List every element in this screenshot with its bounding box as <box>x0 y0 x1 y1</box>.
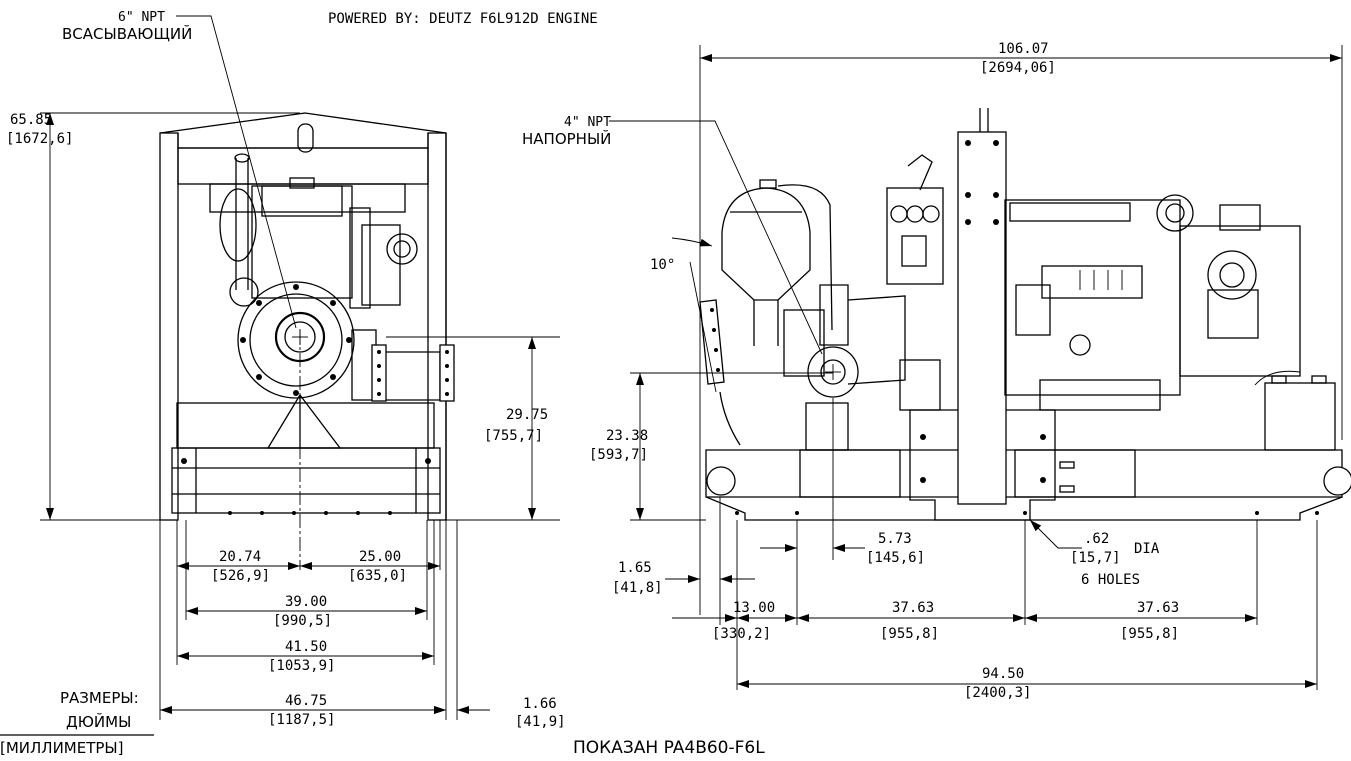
side-view <box>699 108 1351 521</box>
left-to-center-in: 20.74 <box>219 549 261 565</box>
discharge-offset-in: 5.73 <box>878 531 912 547</box>
center-to-right-mm: [635,0] <box>348 568 407 584</box>
holes-dia-in: .62 <box>1084 531 1109 547</box>
center-to-right-in: 25.00 <box>359 549 401 565</box>
hole-span-mm: [2400,3] <box>964 685 1031 701</box>
end-offset-mm: [41,8] <box>612 580 663 596</box>
left-to-center-mm: [526,9] <box>211 568 270 584</box>
hole-span-in: 94.50 <box>982 666 1024 682</box>
first-hole-in: 13.00 <box>733 600 775 616</box>
angle-label: 10° <box>650 257 675 273</box>
overall-width-in: 46.75 <box>285 693 327 709</box>
height-in: 65.85 <box>10 112 52 128</box>
skid-inner-mm: [990,5] <box>273 613 332 629</box>
skid-inner-in: 39.00 <box>285 594 327 610</box>
end-offset-in: 1.65 <box>618 560 652 576</box>
overall-width-mm: [1187,5] <box>268 712 335 728</box>
skid-width-in: 41.50 <box>285 639 327 655</box>
front-view <box>159 112 455 521</box>
discharge-offset-mm: [145,6] <box>866 550 925 566</box>
discharge-height-in: 23.38 <box>606 428 648 444</box>
holes-count: 6 HOLES <box>1081 572 1140 588</box>
discharge-size-label: 4" NPT <box>564 115 611 130</box>
side-offset-in: 1.66 <box>523 696 557 712</box>
side-dimensions <box>630 45 1343 690</box>
units-secondary: [МИЛЛИМЕТРЫ] <box>0 739 124 757</box>
suction-height-mm: [755,7] <box>484 428 543 444</box>
height-mm: [1672,6] <box>6 131 73 147</box>
discharge-label: НАПОРНЫЙ <box>522 129 611 148</box>
units-primary: ДЮЙМЫ <box>66 712 131 731</box>
suction-leader <box>176 15 297 329</box>
holes-dia-unit: DIA <box>1134 541 1160 557</box>
side-offset-mm: [41,9] <box>515 714 566 730</box>
hole-spacing-2-in: 37.63 <box>1137 600 1179 616</box>
overall-length-mm: [2694,06] <box>980 60 1056 76</box>
hole-spacing-1-in: 37.63 <box>892 600 934 616</box>
suction-label: ВСАСЫВАЮЩИЙ <box>62 24 192 43</box>
front-dimensions <box>40 112 560 720</box>
powered-by-label: POWERED BY: DEUTZ F6L912D ENGINE <box>328 11 598 27</box>
overall-length-in: 106.07 <box>998 41 1049 57</box>
suction-size-label: 6" NPT <box>118 10 165 25</box>
units-label: РАЗМЕРЫ: <box>60 689 139 707</box>
skid-width-mm: [1053,9] <box>268 658 335 674</box>
hole-spacing-2-mm: [955,8] <box>1120 626 1179 642</box>
model-caption: ПОКАЗАН PA4B60-F6L <box>573 738 765 758</box>
suction-height-in: 29.75 <box>506 407 548 423</box>
discharge-leader <box>609 120 823 355</box>
first-hole-mm: [330,2] <box>712 626 771 642</box>
holes-dia-mm: [15,7] <box>1070 550 1121 566</box>
hole-spacing-1-mm: [955,8] <box>880 626 939 642</box>
discharge-height-mm: [593,7] <box>589 447 648 463</box>
